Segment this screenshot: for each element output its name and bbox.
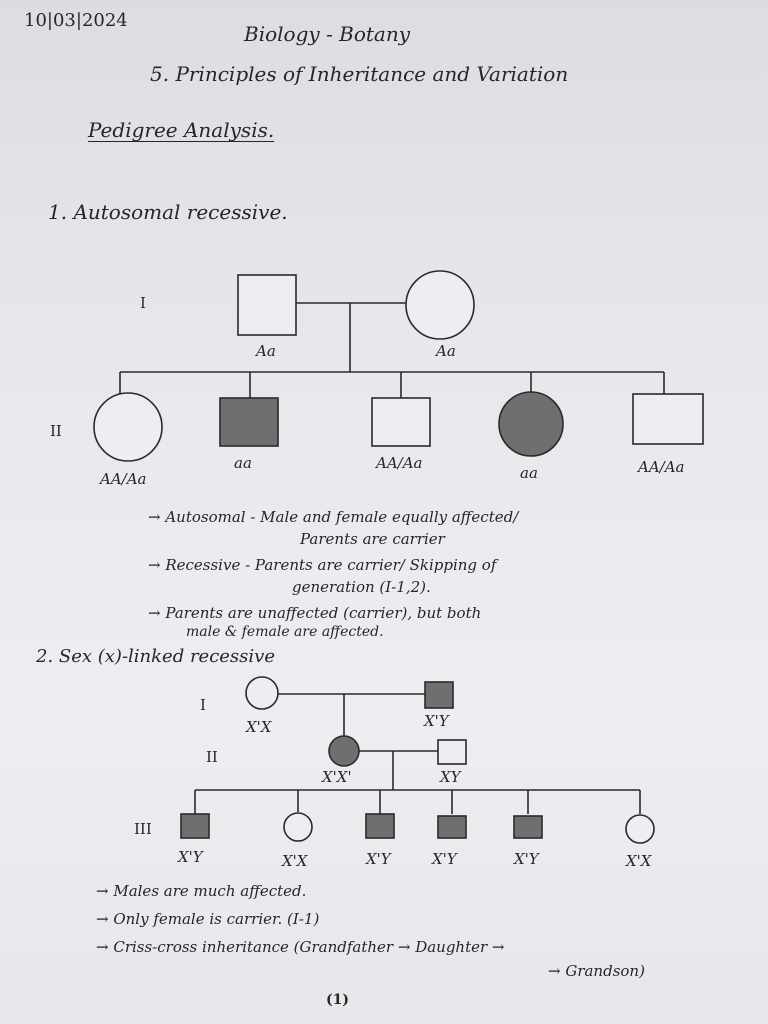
parent-male-genotype: Aa: [254, 342, 276, 360]
s2-gen1-label: I: [200, 696, 206, 714]
child3-genotype: AA/Aa: [374, 454, 423, 472]
s1-note-2b: generation (I-1,2).: [292, 578, 431, 596]
child4-affected-female-symbol: [498, 391, 564, 457]
page-number: (1): [326, 992, 349, 1008]
s2-note-3: → Criss-cross inheritance (Grandfather →…: [96, 938, 505, 956]
parent-male-symbol: [237, 274, 297, 336]
parent-female-genotype: Aa: [434, 342, 456, 360]
s2-mother-genotype: X'X': [321, 768, 352, 786]
s2-g3-genotype-1: X'Y: [177, 848, 205, 866]
s2-g3-genotype-2: X'X: [281, 852, 309, 870]
s1-note-3b: male & female are affected.: [186, 624, 384, 640]
child5-male-symbol: [632, 393, 704, 445]
s1-note-1b: Parents are carrier: [300, 530, 445, 548]
s2-grandmother-genotype: X'X: [245, 718, 273, 736]
s2-g3-son4-affected-symbol: [513, 815, 543, 839]
child3-male-symbol: [371, 397, 431, 447]
s1-note-1: → Autosomal - Male and female equally af…: [148, 508, 519, 526]
gen2-label: II: [50, 422, 62, 440]
s2-grandfather-genotype: X'Y: [423, 712, 451, 730]
s2-g3-daughter1-symbol: [283, 812, 313, 842]
s2-g3-daughter2-symbol: [625, 814, 655, 844]
child2-affected-male-symbol: [219, 397, 279, 447]
s1-note-3: → Parents are unaffected (carrier), but …: [148, 604, 482, 622]
s2-gen2-label: II: [206, 748, 218, 766]
child5-genotype: AA/Aa: [636, 458, 685, 476]
topic-title: Pedigree Analysis.: [88, 118, 275, 142]
s2-g3-genotype-4: X'Y: [431, 850, 459, 868]
s2-note-3b: → Grandson): [548, 962, 645, 980]
s2-g3-genotype-5: X'Y: [513, 850, 541, 868]
child4-genotype: aa: [520, 464, 538, 482]
s2-g3-son2-affected-symbol: [365, 813, 395, 839]
s2-gen3-label: III: [134, 820, 152, 838]
s2-g3-genotype-6: X'X: [625, 852, 653, 870]
section2-title: 2. Sex (x)-linked recessive: [36, 646, 275, 667]
s2-g3-son1-affected-symbol: [180, 813, 210, 839]
s2-g3-genotype-3: X'Y: [365, 850, 393, 868]
s2-note-2: → Only female is carrier. (I-1): [96, 910, 320, 928]
s2-mother-carrier-affected-symbol: [328, 735, 360, 767]
s2-g3-son3-affected-symbol: [437, 815, 467, 839]
subject-title: Biology - Botany: [244, 22, 411, 46]
s2-note-1: → Males are much affected.: [96, 882, 307, 900]
s2-father-genotype: XY: [439, 768, 463, 786]
parent-female-symbol: [405, 270, 475, 340]
s2-grandmother-symbol: [245, 676, 279, 710]
chapter-title: 5. Principles of Inheritance and Variati…: [150, 62, 569, 86]
gen1-label: I: [140, 294, 146, 312]
date: 10|03|2024: [24, 10, 128, 31]
section1-title: 1. Autosomal recessive.: [48, 200, 288, 224]
s2-father-symbol: [437, 739, 467, 765]
child2-genotype: aa: [234, 454, 252, 472]
s2-grandfather-affected-symbol: [424, 681, 454, 709]
s1-note-2: → Recessive - Parents are carrier/ Skipp…: [148, 556, 497, 574]
child1-genotype: AA/Aa: [98, 470, 147, 488]
child1-female-symbol: [93, 392, 163, 462]
